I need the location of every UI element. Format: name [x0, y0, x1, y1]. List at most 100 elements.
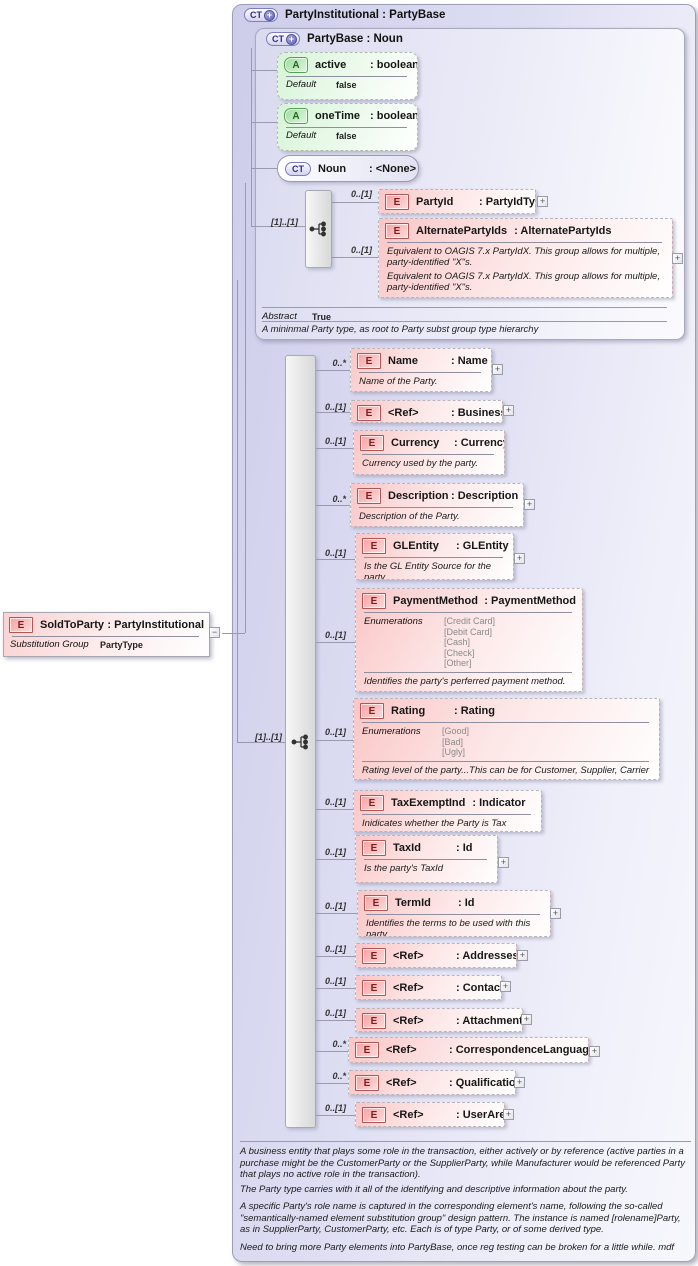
connector-line — [332, 202, 378, 203]
connector-line — [316, 370, 350, 371]
divider — [364, 671, 572, 673]
connector-line — [316, 505, 350, 506]
connector-line — [251, 168, 277, 169]
expand-button-attachments[interactable]: + — [521, 1014, 532, 1025]
element-icon: E — [362, 840, 386, 856]
divider — [12, 636, 199, 637]
expand-button-taxid[interactable]: + — [498, 857, 509, 868]
cardinality-label: 0..* — [332, 1039, 346, 1049]
element-ref-contacts[interactable]: E<Ref>Contacts — [355, 975, 502, 1000]
connector-line — [316, 809, 353, 810]
expand-button-qualification[interactable]: + — [514, 1077, 525, 1088]
element-currency[interactable]: ECurrencyCurrency Currency used by the p… — [353, 430, 505, 475]
divider — [359, 507, 513, 508]
element-rating[interactable]: ERatingRating Enumerations[Good][Bad][Ug… — [353, 698, 660, 780]
divider — [387, 242, 662, 243]
connector-line — [251, 226, 305, 227]
element-icon: E — [364, 895, 388, 911]
cardinality-label: 0..* — [332, 1071, 346, 1081]
connector-line — [245, 183, 246, 633]
connector-line — [316, 913, 357, 914]
element-ref-attachments[interactable]: E<Ref>Attachments — [355, 1008, 523, 1032]
complex-type-icon: CT+ — [244, 8, 278, 22]
element-icon: E — [362, 1107, 386, 1123]
connector-line — [316, 448, 353, 449]
connector-line — [316, 956, 355, 957]
connector-line — [316, 642, 355, 643]
complex-type-noun[interactable]: CT Noun<None> — [277, 155, 419, 182]
element-icon: E — [385, 223, 409, 239]
connector-line — [316, 1115, 355, 1116]
element-name[interactable]: ENameName Name of the Party. — [350, 348, 492, 392]
connector-line — [316, 1083, 348, 1084]
expand-button-addresses[interactable]: + — [517, 950, 528, 961]
cardinality-label: 0..[1] — [324, 976, 346, 986]
element-ref-business[interactable]: E<Ref>Business — [350, 400, 503, 423]
connector-line — [251, 70, 277, 71]
element-ref-correspondencelanguage[interactable]: E<Ref>CorrespondenceLanguage — [348, 1037, 589, 1063]
connector-line — [237, 280, 238, 742]
element-taxexemptind[interactable]: ETaxExemptIndIndicator Inidicates whethe… — [353, 790, 542, 832]
divider — [364, 557, 503, 558]
expand-button-glentity[interactable]: + — [514, 553, 525, 564]
expand-button-correspondencelanguage[interactable]: + — [589, 1046, 600, 1057]
cardinality-label: 0..[1] — [324, 436, 346, 446]
cardinality-label: 0..[1] — [324, 402, 346, 412]
documentation-paragraph: A business entity that plays some role i… — [240, 1146, 685, 1180]
cardinality-label: 0..[1] — [350, 245, 372, 255]
extension-icon: + — [264, 9, 275, 21]
divider — [362, 760, 649, 762]
attribute-icon: A — [284, 57, 308, 73]
element-icon: E — [362, 980, 386, 996]
connector-line — [316, 412, 350, 413]
expand-button-partyid[interactable]: + — [537, 196, 548, 207]
expand-button-userarea[interactable]: + — [503, 1109, 514, 1120]
expand-button-description[interactable]: + — [524, 499, 535, 510]
element-paymentmethod[interactable]: EPaymentMethodPaymentMethod Enumerations… — [355, 588, 583, 692]
partybase-header: CT+ PartyBase : Noun — [266, 32, 403, 46]
cardinality-label: 0..[1] — [324, 944, 346, 954]
connector-line — [332, 257, 378, 258]
expand-button-termid[interactable]: + — [550, 908, 561, 919]
expand-button-name[interactable]: + — [492, 364, 503, 375]
element-icon: E — [357, 488, 381, 504]
element-glentity[interactable]: EGLEntityGLEntity Is the GL Entity Sourc… — [355, 533, 514, 580]
divider — [240, 1141, 691, 1142]
divider — [262, 321, 667, 322]
divider — [362, 722, 649, 723]
element-icon: E — [360, 795, 384, 811]
collapse-button-soldtoparty[interactable]: − — [209, 627, 220, 638]
divider — [359, 372, 481, 373]
expand-button-alternatepartyids[interactable]: + — [672, 253, 683, 264]
connector-line — [237, 742, 285, 743]
element-icon: E — [9, 617, 33, 633]
element-icon: E — [357, 353, 381, 369]
divider — [362, 454, 494, 455]
cardinality-label: 0..[1] — [324, 847, 346, 857]
element-icon: E — [362, 1013, 386, 1029]
element-taxid[interactable]: ETaxIdId Is the party's TaxId — [355, 835, 498, 883]
element-icon: E — [355, 1042, 379, 1058]
element-icon: E — [357, 405, 381, 421]
divider — [364, 859, 487, 860]
connector-line — [251, 122, 277, 123]
element-ref-qualification[interactable]: E<Ref>Qualification — [348, 1070, 516, 1095]
element-description[interactable]: EDescriptionDescription Description of t… — [350, 483, 524, 527]
element-partyid[interactable]: EPartyIdPartyIdType — [378, 189, 536, 214]
extension-icon: + — [286, 33, 297, 45]
element-alternatepartyids[interactable]: EAlternatePartyIdsAlternatePartyIds Equi… — [378, 218, 673, 298]
element-soldtoparty[interactable]: ESoldToPartyPartyInstitutional Substitut… — [3, 612, 210, 657]
element-termid[interactable]: ETermIdId Identifies the terms to be use… — [357, 890, 551, 937]
cardinality-label: 0..[1] — [324, 630, 346, 640]
element-ref-userarea[interactable]: E<Ref>UserArea — [355, 1102, 505, 1127]
partyinstitutional-title: PartyInstitutional : PartyBase — [285, 9, 446, 21]
expand-button-contacts[interactable]: + — [500, 981, 511, 992]
element-ref-addresses[interactable]: E<Ref>Addresses — [355, 943, 517, 968]
connector-line — [316, 559, 355, 560]
element-icon: E — [355, 1075, 379, 1091]
expand-button-business[interactable]: + — [503, 405, 514, 416]
